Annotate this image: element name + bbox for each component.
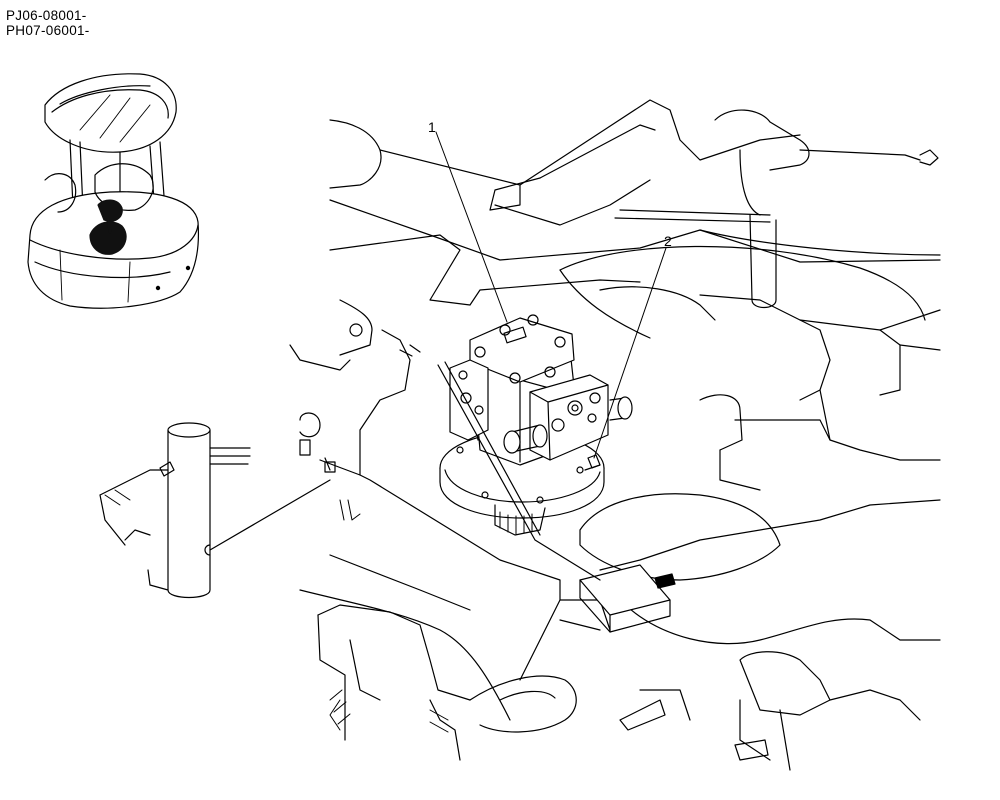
callout-label-2: 2	[664, 233, 672, 249]
callout-label-1: 1	[428, 119, 436, 135]
callout-2-leader	[593, 247, 667, 459]
machine-locator-thumbnail	[27, 73, 200, 309]
upper-frame	[289, 99, 941, 771]
swing-motor-assembly	[437, 314, 633, 581]
serial-number-1: PJ06-08001-	[6, 8, 87, 23]
serial-number-2: PH07-06001-	[6, 23, 90, 38]
vertical-pillar	[99, 422, 361, 599]
serial-number-block: PJ06-08001- PH07-06001-	[6, 8, 90, 38]
callout-1-leader	[435, 131, 508, 323]
